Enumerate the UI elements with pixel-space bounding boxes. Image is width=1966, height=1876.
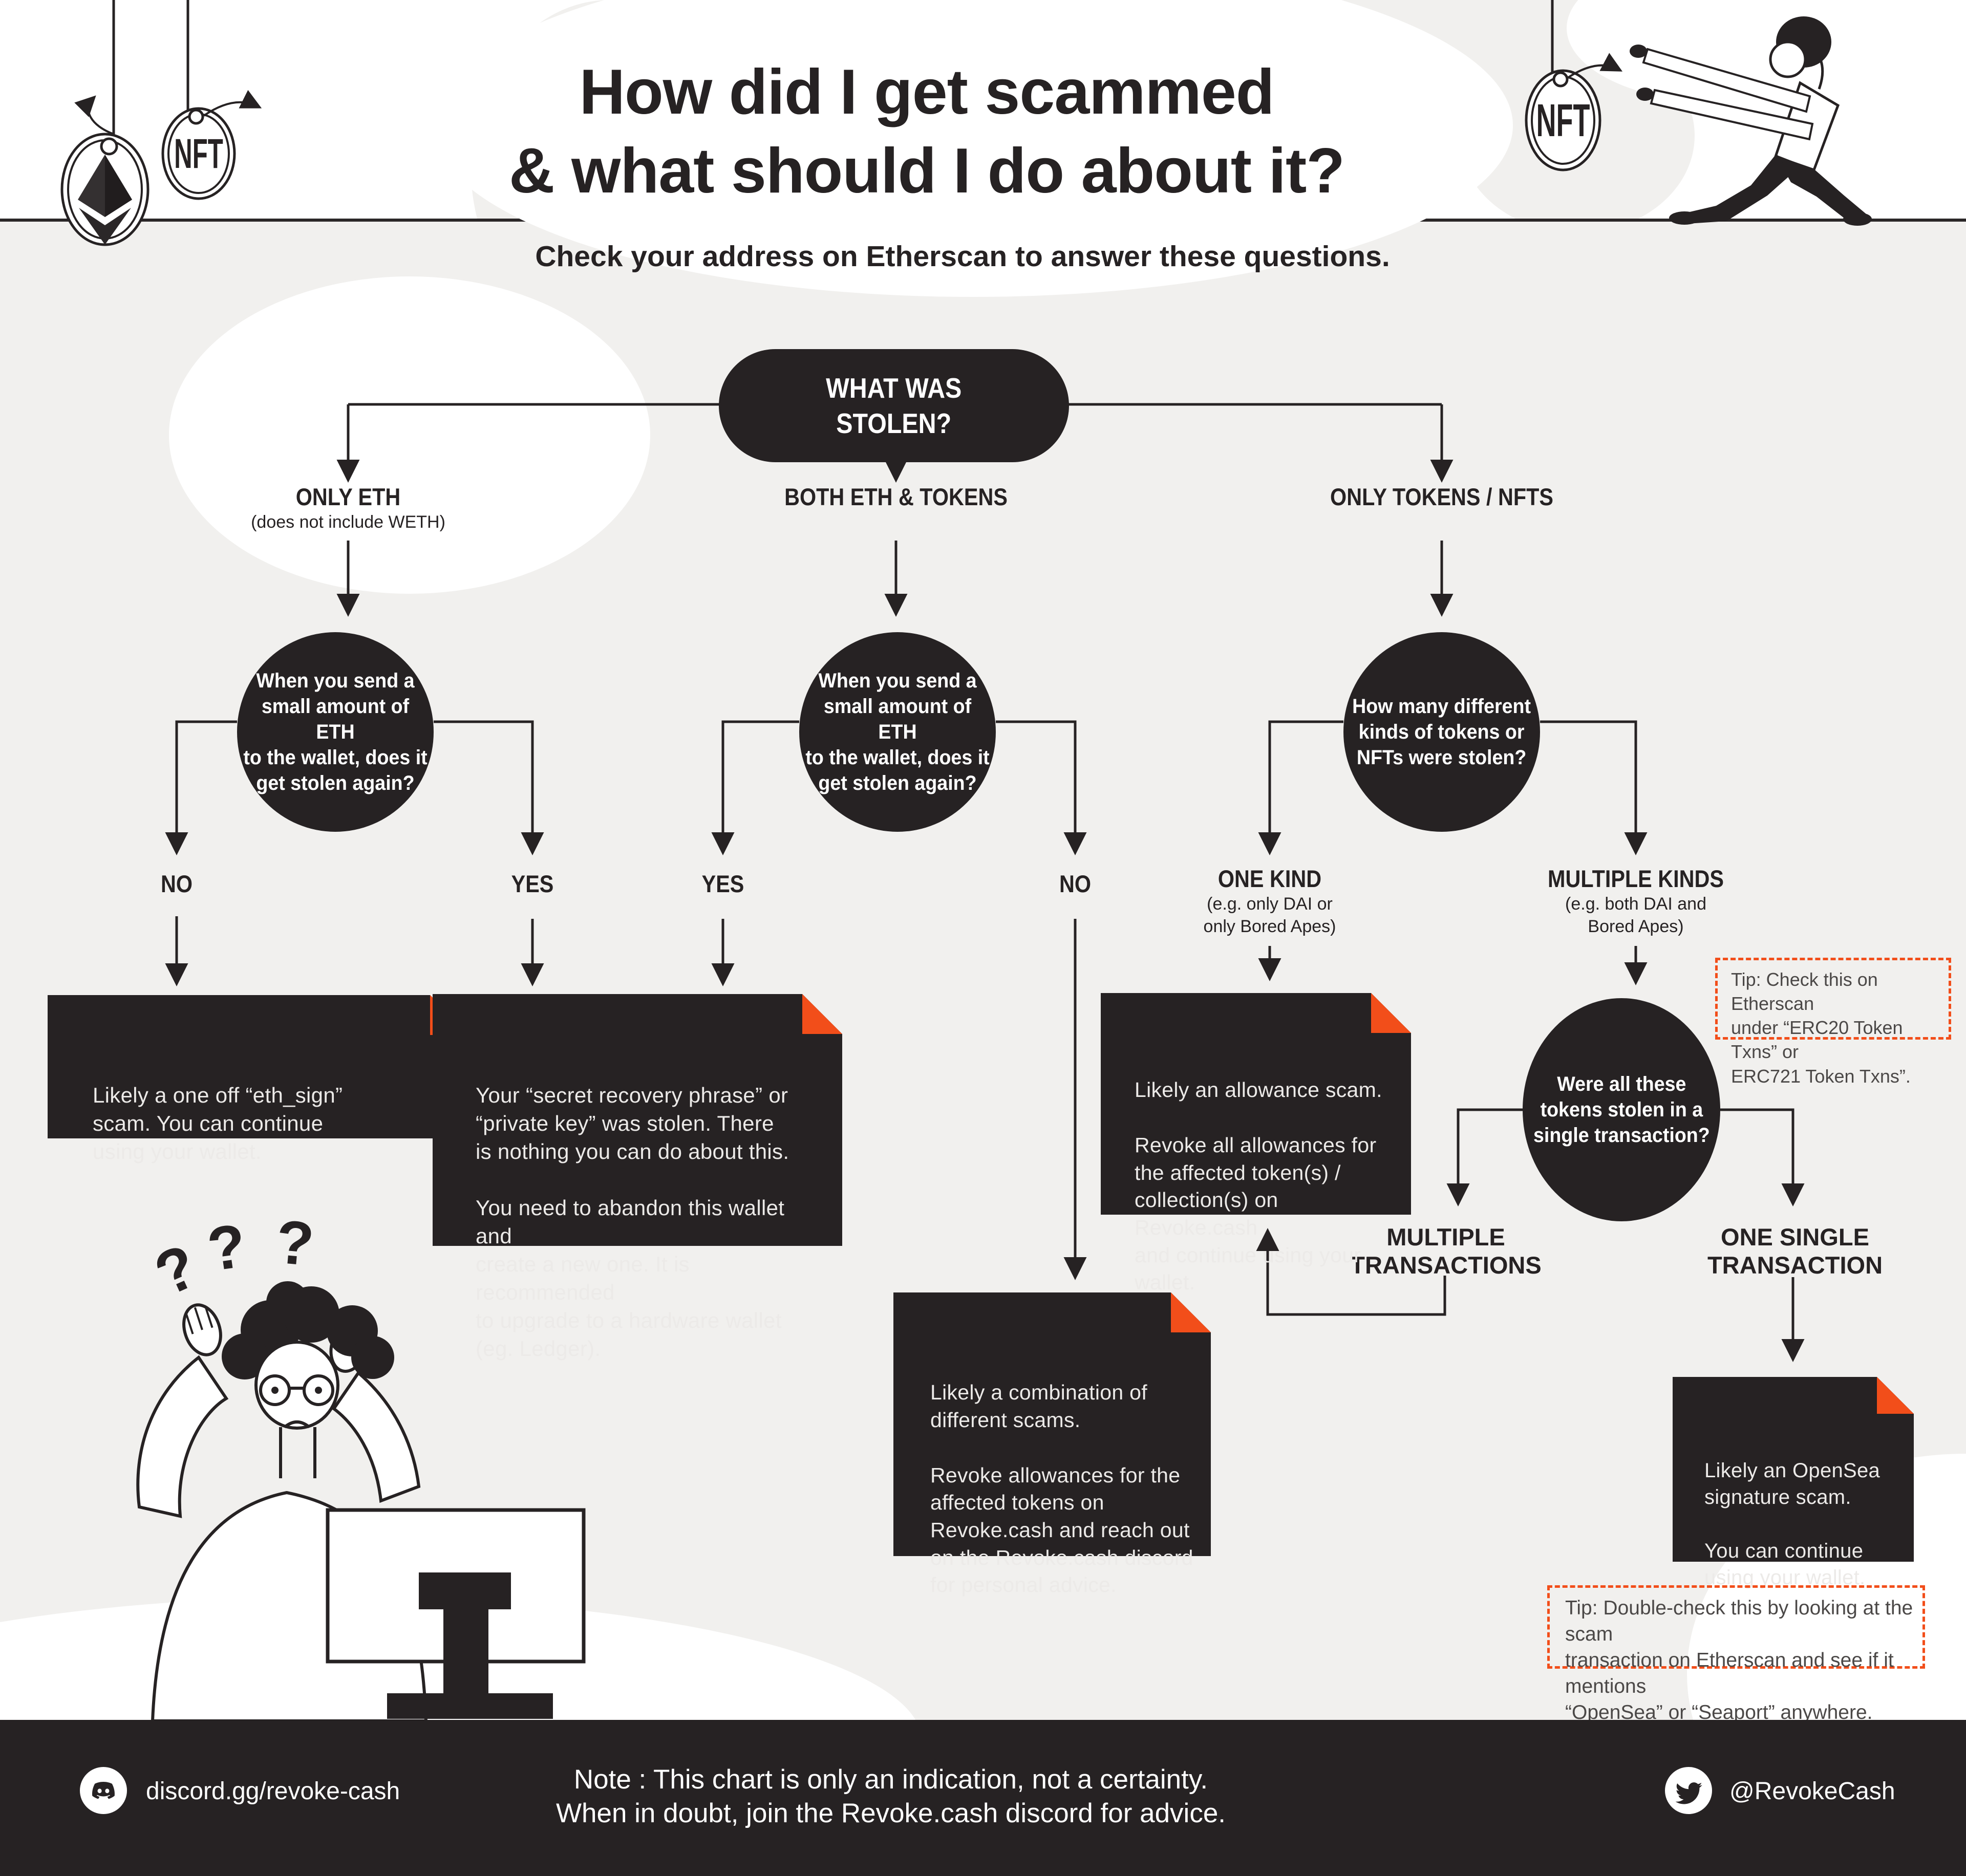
folded-corner-icon: [1877, 1377, 1914, 1414]
answer-yes-center-label: YES: [701, 870, 744, 897]
discord-icon[interactable]: [79, 1766, 127, 1815]
nft-tag-left-icon: NFT: [161, 0, 262, 200]
answer-no-left: NO: [159, 870, 195, 898]
outcome-allowance-box: Likely an allowance scam. Revoke all all…: [1101, 993, 1411, 1294]
answer-multiple-transactions: MULTIPLE TRANSACTIONS: [1350, 1223, 1542, 1279]
running-person-illustration: [1630, 16, 1872, 226]
nft-tag-left-label: NFT: [174, 131, 223, 177]
answer-no-center-label: NO: [1059, 870, 1092, 897]
question-how-many-kinds: How many different kinds of tokens or NF…: [1343, 632, 1540, 832]
branch-both-eth-tokens: BOTH ETH & TOKENS: [769, 483, 1022, 511]
branch-only-eth-label: ONLY ETH: [295, 483, 401, 510]
nft-tag-right-icon: NFT: [1525, 0, 1623, 171]
answer-yes-center: YES: [699, 870, 747, 898]
branch-only-eth-note: (does not include WETH): [251, 512, 445, 532]
eth-coin-tag-icon: [60, 0, 149, 246]
question-single-transaction: Were all these tokens stolen in a single…: [1523, 998, 1720, 1221]
twitter-icon[interactable]: [1664, 1766, 1713, 1815]
page-subtitle: Check your address on Etherscan to answe…: [535, 240, 1390, 273]
tip-erc20-box: Tip: Check this on Etherscan under “ERC2…: [1715, 958, 1951, 1087]
branch-only-tokens-nfts: ONLY TOKENS / NFTS: [1315, 483, 1568, 511]
branch-only-eth: ONLY ETH: [289, 483, 408, 511]
branch-only-tokens-nfts-label: ONLY TOKENS / NFTS: [1330, 483, 1553, 510]
outcome-opensea-text: Likely an OpenSea signature scam. You ca…: [1704, 1459, 1880, 1589]
white-blob-title: [433, 0, 1513, 297]
node-what-was-stolen: WHAT WAS STOLEN?: [719, 349, 1069, 462]
question-send-eth-left-text: When you send a small amount of ETH to t…: [243, 670, 428, 794]
outcome-eth-sign-text: Likely a one off “eth_sign” scam. You ca…: [93, 1083, 343, 1164]
twitter-handle[interactable]: @RevokeCash: [1729, 1778, 1895, 1805]
folded-corner-icon: [802, 994, 842, 1034]
outcome-combination-text: Likely a combination of different scams.…: [930, 1381, 1193, 1597]
confused-person-illustration: ? ? ?: [136, 1207, 586, 1722]
question-send-eth-center-text: When you send a small amount of ETH to t…: [805, 670, 990, 794]
question-send-eth-center: When you send a small amount of ETH to t…: [799, 632, 996, 832]
answer-yes-left-label: YES: [511, 870, 554, 897]
folded-corner-icon: [1171, 1292, 1211, 1332]
outcome-combination-box: Likely a combination of different scams.…: [893, 1292, 1211, 1597]
node-what-was-stolen-label: WHAT WAS STOLEN?: [826, 372, 962, 439]
outcome-eth-sign-box: Likely a one off “eth_sign” scam. You ca…: [48, 995, 470, 1163]
outcome-seed-stolen-box: Your “secret recovery phrase” or “privat…: [433, 994, 842, 1361]
outcome-allowance-text: Likely an allowance scam. Revoke all all…: [1135, 1078, 1382, 1295]
answer-multiple-kinds-label: MULTIPLE KINDS: [1548, 865, 1724, 892]
answer-no-left-label: NO: [160, 870, 193, 897]
nft-tag-right-label: NFT: [1536, 95, 1590, 146]
discord-link[interactable]: discord.gg/revoke-cash: [146, 1778, 400, 1805]
computer-monitor-icon: [326, 1508, 586, 1719]
outcome-opensea-box: Likely an OpenSea signature scam. You ca…: [1673, 1377, 1914, 1589]
question-how-many-kinds-text: How many different kinds of tokens or NF…: [1352, 695, 1531, 769]
page-title: How did I get scammed & what should I do…: [508, 57, 1345, 206]
svg-text:?: ?: [273, 1207, 317, 1279]
footer-bar: discord.gg/revoke-cash Note : This chart…: [0, 1720, 1966, 1876]
white-blob-flow-left: [169, 276, 650, 594]
answer-multiple-kinds: MULTIPLE KINDS: [1536, 865, 1736, 893]
ethereum-diamond-icon: [78, 155, 132, 245]
outcome-seed-stolen-text: Your “secret recovery phrase” or “privat…: [476, 1083, 789, 1361]
answer-one-kind: ONE KIND: [1211, 865, 1329, 893]
folded-corner-icon: [1371, 993, 1411, 1033]
answer-one-kind-label: ONE KIND: [1217, 865, 1322, 892]
footer-note: Note : This chart is only an indication,…: [555, 1764, 1226, 1828]
answer-yes-left: YES: [508, 870, 557, 898]
answer-one-single-transaction: ONE SINGLE TRANSACTION: [1707, 1223, 1883, 1279]
branch-both-eth-tokens-label: BOTH ETH & TOKENS: [784, 483, 1008, 510]
answer-multiple-kinds-note: (e.g. both DAI and Bored Apes): [1565, 894, 1706, 937]
tip-opensea-box: Tip: Double-check this by looking at the…: [1547, 1585, 1925, 1723]
answer-no-center: NO: [1057, 870, 1094, 898]
question-single-transaction-text: Were all these tokens stolen in a single…: [1533, 1073, 1710, 1147]
question-send-eth-left: When you send a small amount of ETH to t…: [237, 632, 434, 832]
answer-one-kind-note: (e.g. only DAI or only Bored Apes): [1203, 894, 1336, 937]
